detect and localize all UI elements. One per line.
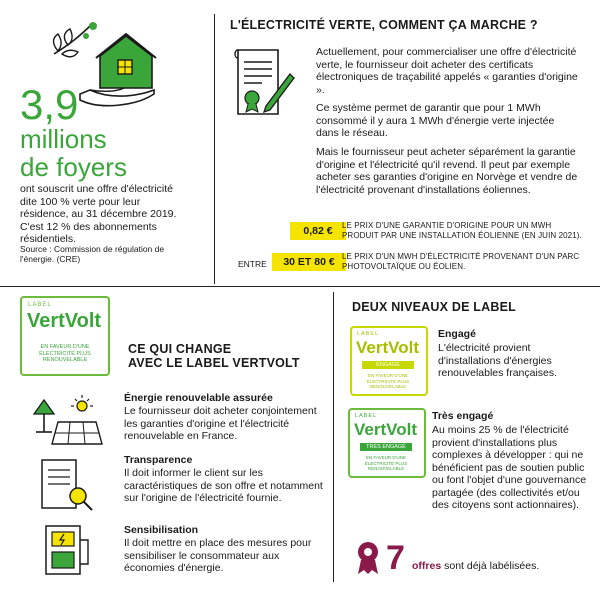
certificate-icon [232,44,296,124]
engage-logo-label: LABEL [357,331,380,337]
how-it-works-p3: Mais le fournisseur peut acheter séparém… [316,146,578,196]
change-item-title-3: Sensibilisation [124,524,199,536]
changes-title-line2: AVEC LE LABEL VERTVOLT [128,356,300,370]
change-item-title-1: Énergie renouvelable assurée [124,392,273,404]
energy-device-icon [40,520,96,580]
entre-label: ENTRE [238,259,267,269]
stat-unit-line2: de foyers [20,152,127,182]
engage-title: Engagé [438,328,476,340]
how-it-works-p1: Actuellement, pour commercialiser une of… [316,46,578,96]
stat-number: 3,9 [20,81,79,128]
vertvolt-tres-engage-logo: LABEL VertVolt TRÈS ENGAGÉ EN FAVEUR D'U… [348,408,426,478]
house-plant-icon [40,14,160,114]
how-it-works-p2: Ce système permet de garantir que pour 1… [316,102,555,139]
vertvolt-logo-label: LABEL [28,302,52,308]
vertical-divider-bottom [333,292,334,582]
tres-logo-badge: TRÈS ENGAGÉ [360,443,412,451]
how-it-works-title: L'ÉLECTRICITÉ VERTE, COMMENT ÇA MARCHE ? [230,18,538,32]
change-item-title-2: Transparence [124,454,193,466]
tres-engage-title: Très engagé [432,410,494,422]
engage-text: L'électricité provient d'installations d… [438,342,558,379]
price-note-garantie: Le prix d'une garantie d'origine pour un… [342,221,582,240]
engage-logo-brand: VertVolt [356,338,419,357]
tres-engage-text: Au moins 25 % de l'électricité provient … [352,424,588,512]
vertvolt-logo-brand: VertVolt [27,310,102,332]
tres-engage-text-body: Au moins 25 % de l'électricité provient … [432,424,587,511]
change-item-text-3: Il doit mettre en place des mesures pour… [124,537,312,574]
labelled-offers-word: offres [412,560,442,572]
vertvolt-logo-tagline: EN FAVEUR D'UNE ÉLECTRICITÉ PLUS RENOUVE… [39,344,91,363]
engage-logo-badge: ENGAGÉ [362,361,414,369]
horizontal-divider [0,286,600,287]
price-note-mwh: Le prix d'un MWh d'électricité provenant… [342,252,580,271]
stat-source: Source : Commission de régulation de l'é… [20,244,165,264]
engage-logo-tagline: EN FAVEUR D'UNE ÉLECTRICITÉ PLUS RENOUVE… [366,373,410,389]
price-badge-garantie: 0,82 € [290,222,346,240]
stat-unit-line1: millions [20,124,107,154]
document-magnifier-icon [36,456,100,516]
stat-description: ont souscrit une offre d'électricité dit… [20,183,177,245]
changes-title-line1: CE QUI CHANGE [128,342,232,356]
change-item-text-1: Le fournisseur doit acheter conjointemen… [124,405,317,442]
vertvolt-logo: LABEL VertVolt EN FAVEUR D'UNE ÉLECTRICI… [20,296,110,376]
vertical-divider-top [214,14,215,284]
vertvolt-engage-logo: LABEL VertVolt ENGAGÉ EN FAVEUR D'UNE ÉL… [350,326,428,396]
levels-title: DEUX NIVEAUX DE LABEL [352,300,516,314]
price-badge-mwh: 30 ET 80 € [272,253,346,271]
change-item-text-2: Il doit informer le client sur les carac… [124,467,323,504]
tres-logo-tagline: EN FAVEUR D'UNE ÉLECTRICITÉ PLUS RENOUVE… [364,455,408,471]
labelled-offers-caption: offres sont déjà labélisées. [412,560,592,573]
labelled-offers-count: 7 [386,539,405,577]
tres-logo-brand: VertVolt [354,420,417,439]
solar-panel-icon [26,392,106,452]
tres-logo-label: LABEL [355,413,378,419]
award-ribbon-icon [354,540,382,576]
labelled-offers-text: sont déjà labélisées. [444,560,540,572]
